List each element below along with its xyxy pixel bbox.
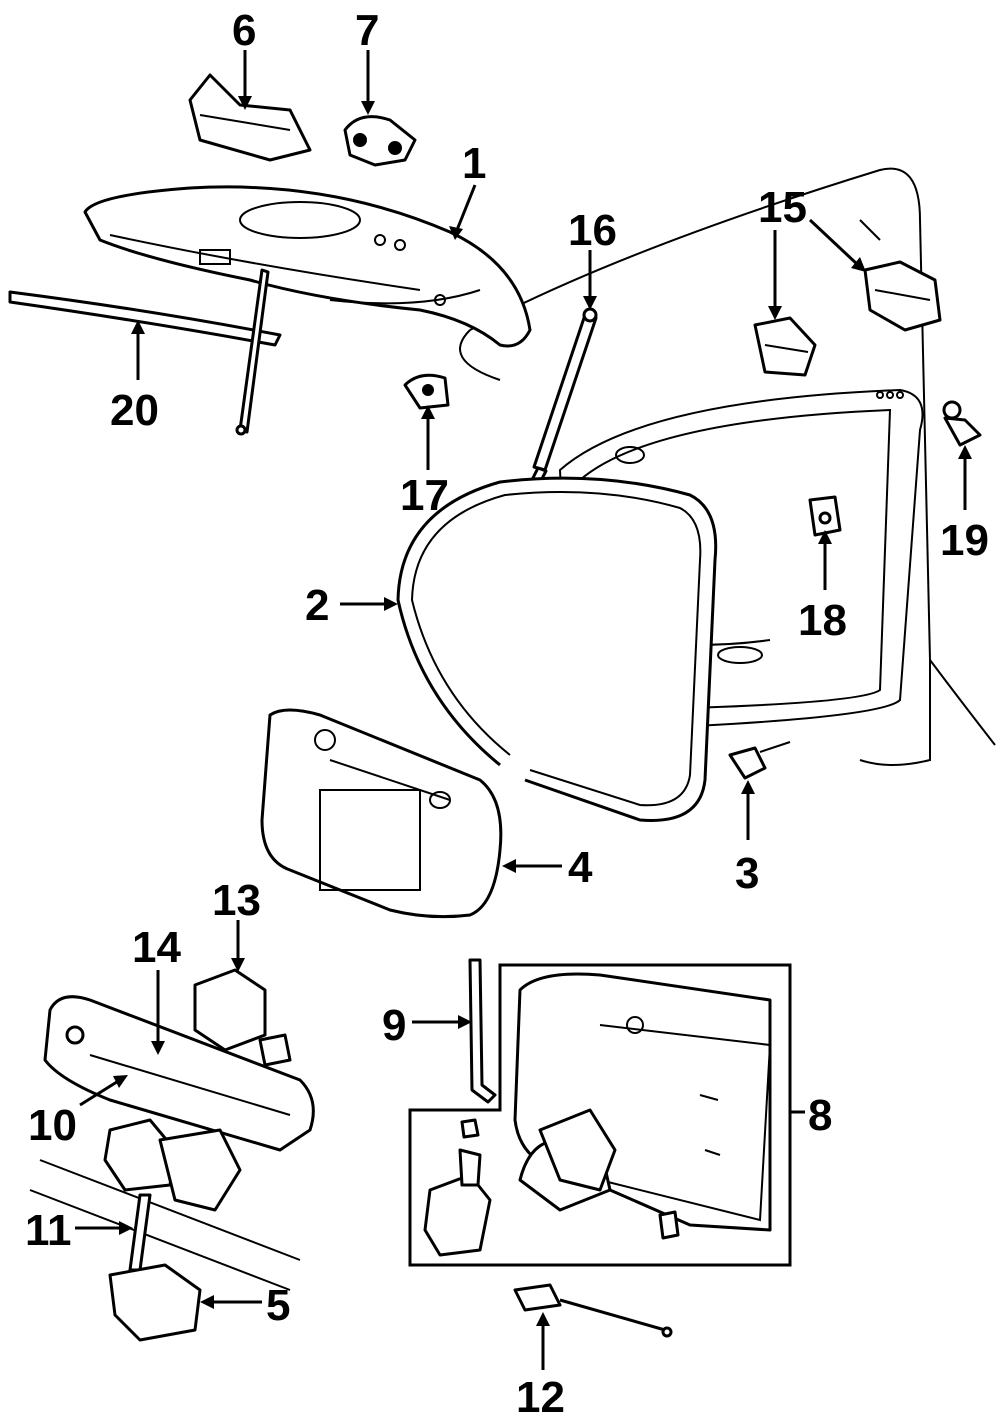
part-12-cable [513,1283,673,1338]
part-9-rod [468,958,497,1104]
callout-1: 1 [462,139,486,188]
callout-15: 15 [758,183,807,232]
part-20-strip [8,290,282,347]
leader-lines [75,50,972,1370]
callout-3: 3 [735,849,759,898]
callout-13: 13 [212,876,261,925]
callout-11: 11 [25,1206,72,1255]
part-6-bracket [188,73,312,162]
callout-5: 5 [266,1281,290,1330]
part-8-latch-detail [408,963,792,1267]
callout-8: 8 [808,1091,832,1140]
callout-16: 16 [568,206,617,255]
callout-numbers: 1 2 3 4 5 6 7 8 9 10 11 12 13 14 15 16 1… [25,6,989,1420]
part-7-actuator [343,115,417,167]
callout-6: 6 [232,6,256,55]
support-rod [235,268,270,436]
callout-17: 17 [400,471,449,520]
callout-9: 9 [382,1001,406,1050]
callout-2: 2 [305,581,329,630]
part-2-weatherstrip [396,476,718,822]
callout-18: 18 [798,596,847,645]
callout-20: 20 [110,386,159,435]
part-3-fastener [728,741,791,780]
part-18-clip [808,495,842,537]
part-19-bolt [942,400,982,447]
callout-12: 12 [516,1373,565,1420]
part-17-striker [403,373,450,410]
part-4-trim-panel [260,708,503,919]
callout-10: 10 [28,1101,77,1150]
callout-7: 7 [355,6,379,55]
lower-left-latch-assembly [29,968,315,1342]
callout-4: 4 [568,843,593,892]
callout-19: 19 [940,516,989,565]
callout-14: 14 [132,923,181,972]
part-15-hinges [753,260,942,377]
part-1-trunk-lid-panel [83,185,532,348]
